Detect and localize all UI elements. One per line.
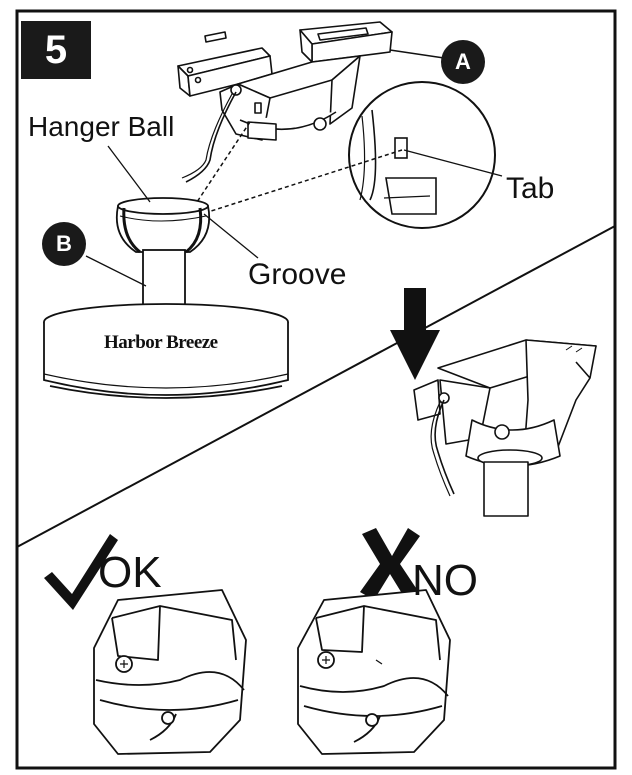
hanger-ball xyxy=(115,197,211,254)
callout-b-leader xyxy=(85,255,147,287)
assembled-wire xyxy=(434,399,455,495)
guide-line-1 xyxy=(194,121,251,206)
ground-wire xyxy=(185,91,237,183)
incorrect-fit-detail xyxy=(297,589,451,755)
check-mark-icon xyxy=(44,534,118,610)
panel-border xyxy=(15,9,617,770)
hanger-ball-leader xyxy=(107,145,151,203)
no-label: NO xyxy=(412,556,478,605)
groove-leader xyxy=(203,213,259,259)
x-mark-icon xyxy=(360,528,420,600)
divider-diagonal xyxy=(16,225,616,548)
mounting-bracket xyxy=(177,21,393,141)
callout-b: B xyxy=(42,222,86,266)
step-number-badge: 5 xyxy=(21,21,91,79)
correct-fit-detail xyxy=(93,589,247,755)
assembled-bracket xyxy=(413,339,597,517)
groove-label: Groove xyxy=(248,258,347,291)
tab-leader xyxy=(403,149,503,177)
canopy xyxy=(43,303,289,399)
brand-logo: Harbor Breeze xyxy=(104,332,218,353)
guide-line-2 xyxy=(207,149,403,213)
ok-label: OK xyxy=(98,548,162,597)
callout-a: A xyxy=(441,40,485,84)
tab-detail-magnifier xyxy=(348,81,503,229)
hanger-ball-label: Hanger Ball xyxy=(28,111,175,142)
callout-a-leader xyxy=(389,49,445,59)
down-arrow-icon xyxy=(390,288,440,380)
tab-label: Tab xyxy=(506,172,555,205)
